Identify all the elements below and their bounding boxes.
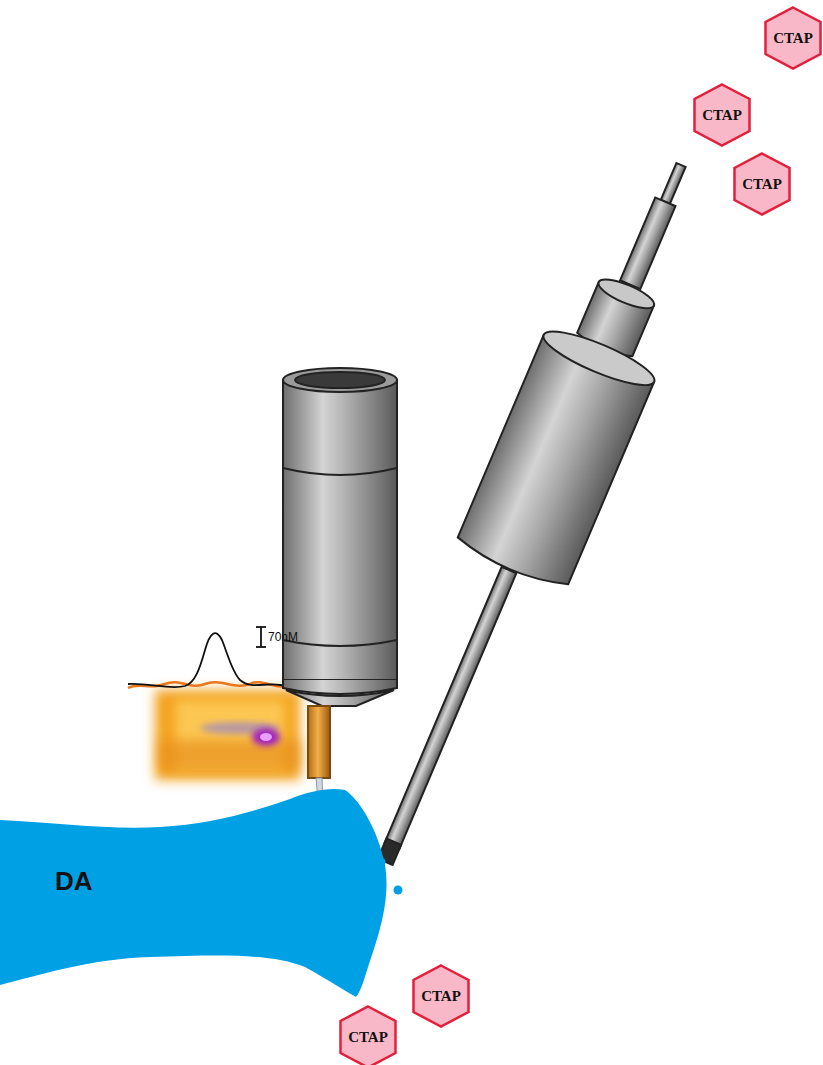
drug-label: CTAP [348,1029,388,1046]
drug-label: CTAP [421,988,461,1005]
ctap-hexagon: CTAP [764,6,822,70]
hexagon [735,154,790,215]
ctap-hexagon: CTAP [733,152,791,216]
hexagon [695,85,750,146]
scale-label: 70nM [268,630,298,644]
cell-label: DA [55,866,93,897]
scale-bar [256,627,266,647]
drug-label: CTAP [742,176,782,193]
hexagon [414,966,469,1027]
ctap-hexagon: CTAP [412,964,470,1028]
stimulating-electrode [330,142,736,886]
neuron-body [0,789,387,997]
dopamine-neuron: DA [0,785,392,1000]
drug-label: CTAP [702,107,742,124]
ctap-hexagon: CTAP [339,1005,397,1065]
dopamine-dot [394,886,403,895]
drug-label: CTAP [773,30,813,47]
hexagon [766,8,821,69]
ctap-hexagon: CTAP [693,83,751,147]
color-plot [155,690,300,780]
hexagon [341,1007,396,1065]
